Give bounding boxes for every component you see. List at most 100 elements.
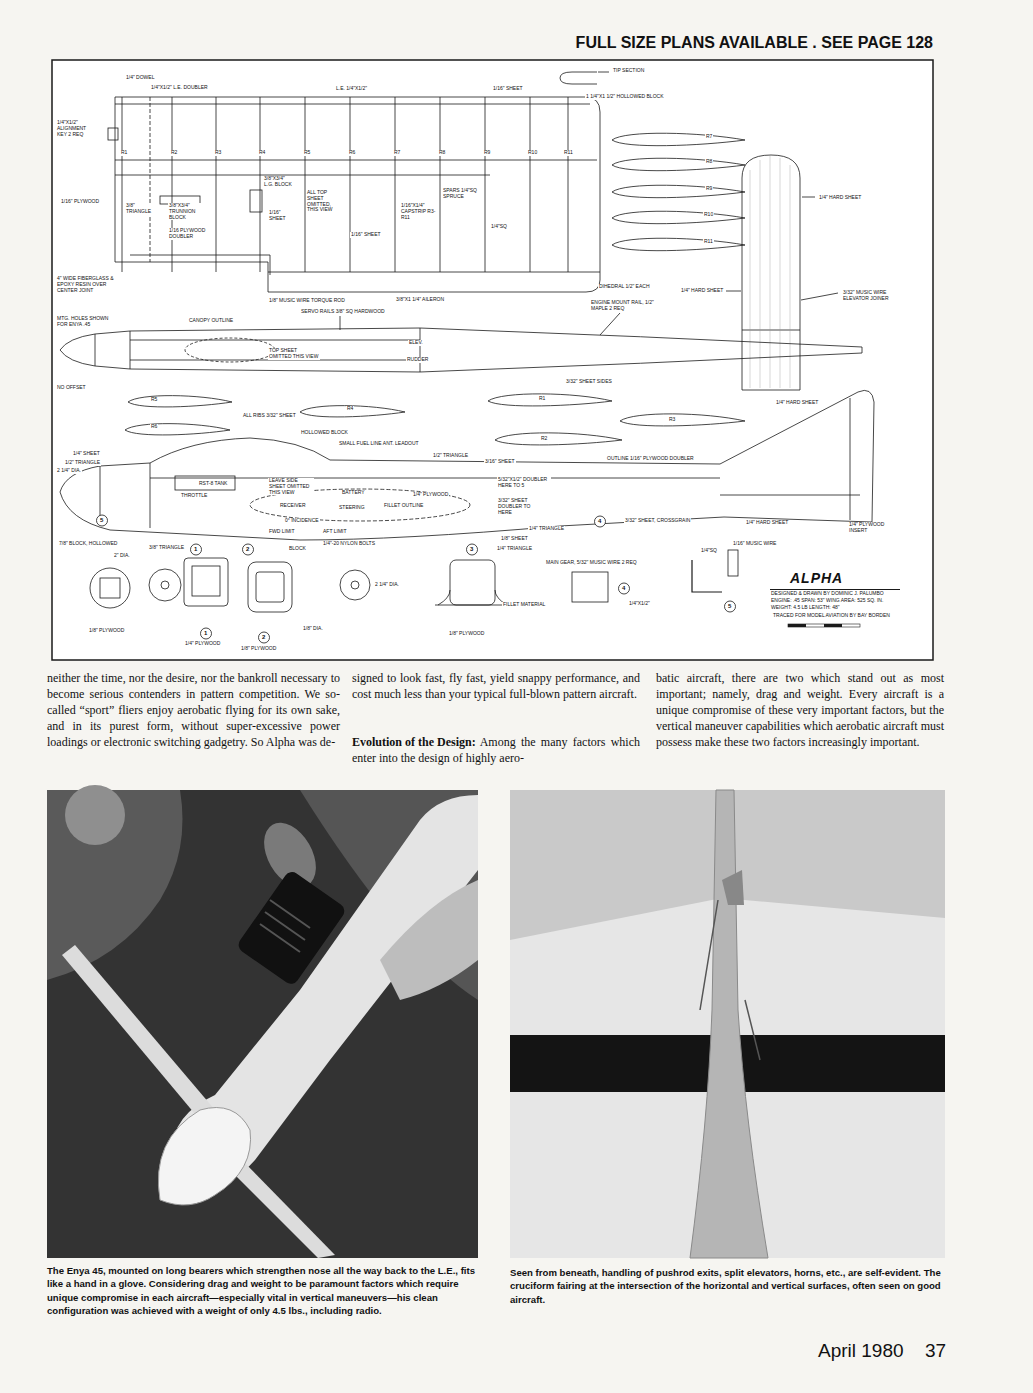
callout-number: 5: [100, 517, 103, 524]
plan-label: 3/32" SHEET DOUBLER TO HERE: [497, 498, 545, 515]
section-heading: Evolution of the Design:: [352, 734, 476, 750]
plan-label: 3/8"X1 1/4" AILERON: [395, 297, 445, 303]
plan-label: CANOPY OUTLINE: [188, 318, 234, 324]
plan-label: 1/8" PLYWOOD: [240, 646, 277, 652]
photo-spinner: [158, 1108, 250, 1205]
plan-label: TRACED FOR MODEL AVIATION BY BAY BORDEN: [772, 613, 891, 619]
leader-lines: [340, 197, 838, 335]
plan-label: SPARS 1/4"SQ SPRUCE: [442, 188, 480, 200]
plan-label: ENGINE MOUNT RAIL, 1/2" MAPLE 2 REQ: [590, 300, 672, 312]
plan-label: 3/8" TRIANGLE: [148, 545, 185, 551]
plan-label: HOLLOWED BLOCK: [300, 430, 349, 436]
plan-label: R8: [705, 159, 713, 165]
cross-section-detail: [256, 572, 284, 602]
plan-label: 1/8" MUSIC WIRE TORQUE ROD: [268, 298, 346, 304]
plan-label: R4: [346, 406, 354, 412]
photo-horn: [722, 870, 744, 905]
cross-section: [248, 562, 292, 612]
plan-label: 3/32" SHEET, CROSSGRAIN: [624, 518, 691, 524]
plan-label: R3: [214, 150, 222, 156]
plan-label: TOP SHEET OMITTED THIS VIEW: [268, 348, 320, 360]
plan-label: 1/4" PLYWOOD: [184, 641, 221, 647]
photo-pushrod: [700, 900, 760, 1060]
photo-engine: [47, 785, 478, 1258]
wing-ribs: [122, 97, 568, 272]
nose-former-cutout: [100, 578, 120, 598]
plan-label: 1/16" SHEET: [268, 210, 292, 222]
plan-label: 1/16"X1/4" CAPSTRIP R3-R11: [400, 203, 438, 220]
rib-airfoil: [125, 424, 230, 435]
plan-label: R7: [393, 150, 401, 156]
callout-circle: [467, 544, 478, 555]
plan-label: MAIN GEAR, 5/32" MUSIC WIRE 2 REQ: [545, 560, 638, 566]
plan-label: R9: [483, 150, 491, 156]
plan-label: 1/4" PLYWOOD INSERT: [848, 522, 886, 534]
plan-label: R10: [527, 150, 538, 156]
plan-label: ALL TOP SHEET OMITTED, THIS VIEW: [306, 190, 342, 213]
plan-label: 4" WIDE FIBERGLASS & EPOXY RESIN OVER CE…: [56, 276, 116, 293]
photo-patch: [65, 785, 125, 845]
plan-label: R6: [348, 150, 356, 156]
plan-label: BLOCK: [288, 546, 307, 552]
page-footer: 37: [925, 1340, 946, 1362]
plan-label: 3/32" SHEET SIDES: [565, 379, 613, 385]
plan-label: 1/4" TRIANGLE: [496, 546, 533, 552]
plan-label: ALL RIBS 3/32" SHEET: [242, 413, 297, 419]
plan-label: 1/4" HARD SHEET: [680, 288, 724, 294]
canopy-outline: [185, 338, 275, 362]
plan-label: 1/4"X1/2" ALIGNMENT KEY 2 REQ: [56, 120, 98, 137]
tip-section: [560, 72, 609, 84]
callout-circle: [259, 632, 270, 643]
plan-label: 2 1/4" DIA.: [374, 582, 400, 588]
plan-label: 2 1/4" DIA.: [56, 468, 82, 474]
rib-airfoil: [488, 394, 612, 406]
plan-label: 1/4"SQ: [700, 548, 718, 554]
scale-bar: [788, 624, 860, 627]
plan-label: R11: [703, 239, 714, 245]
callout-number: 4: [598, 518, 601, 525]
plan-label: 1/4" PLYWOOD: [412, 492, 449, 498]
callout-circle: [191, 544, 202, 555]
page-header: FULL SIZE PLANS AVAILABLE . SEE PAGE 128: [480, 33, 933, 53]
cross-section-detail: [192, 566, 220, 596]
plan-label: 1/4" SHEET: [72, 451, 101, 457]
plan-label: SERVO RAILS 3/8" SQ HARDWOOD: [300, 309, 386, 315]
nose-former: [90, 568, 130, 608]
plan-label: SMALL FUEL LINE ANT. LEADOUT: [338, 441, 420, 447]
plan-label: 2" DIA.: [113, 553, 131, 559]
plan-label: R4: [258, 150, 266, 156]
fuselage-structure: [95, 328, 420, 372]
plan-label: RECEIVER: [279, 503, 307, 509]
plan-label: 3/8"X3/4" L.G. BLOCK: [263, 176, 293, 188]
plan-label: 1/16" SHEET: [350, 232, 382, 238]
cross-section: [572, 572, 608, 602]
rib-airfoil: [612, 185, 745, 197]
cross-section: [450, 560, 495, 605]
rib-airfoil: [495, 433, 622, 445]
plan-label: 1/2" TRIANGLE: [432, 453, 469, 459]
plan-label: DIHEDRAL 1/2" EACH: [598, 284, 651, 290]
plan-label: MTG. HOLES SHOWN FOR ENYA .45: [56, 316, 118, 328]
plan-label: ENGINE: .45 SPAN: 53" WING AREA: 525 SQ.…: [770, 598, 884, 604]
wheel-hub: [351, 581, 359, 589]
plan-label: 1/4"X1/2": [628, 601, 651, 607]
plan-label: 1/16" MUSIC WIRE: [732, 541, 777, 547]
rib-airfoil: [612, 158, 745, 170]
plan-label: FILLET MATERIAL: [502, 602, 546, 608]
plan-label: 3/16" SHEET: [484, 459, 516, 465]
plan-label: FWD LIMIT: [268, 529, 296, 535]
plan-label: R9: [705, 186, 713, 192]
plan-label: 1/4" HARD SHEET: [745, 520, 789, 526]
photo-ground: [47, 790, 478, 1258]
plan-label: 1/2" TRIANGLE: [64, 460, 101, 466]
fuselage-side: [60, 390, 874, 540]
wheel: [149, 569, 181, 601]
body-text: neither the time, nor the desire, nor th…: [47, 670, 340, 750]
wheel-hub: [161, 581, 169, 589]
plan-label: RUDDER: [406, 357, 429, 363]
fillet: [435, 590, 510, 605]
plan-label: WEIGHT: 4.5 LB LENGTH: 48": [770, 605, 840, 611]
photo-caption: The Enya 45, mounted on long bearers whi…: [47, 1264, 479, 1318]
callout-number: 5: [728, 603, 731, 610]
gear-block: [250, 190, 262, 212]
